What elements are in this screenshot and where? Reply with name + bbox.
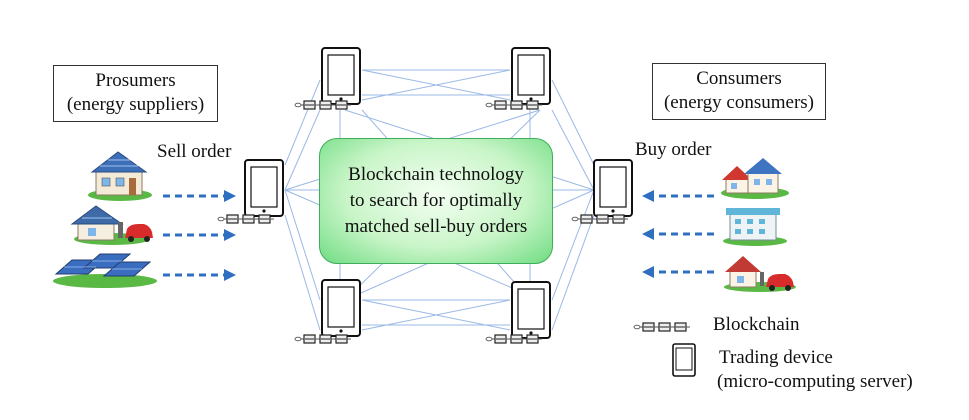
blockchain-icon — [294, 334, 352, 344]
center-line-1: Blockchain technology — [348, 164, 524, 185]
blockchain-icon — [571, 214, 629, 224]
buy-order-label: Buy order — [635, 139, 712, 160]
order-arrow — [163, 269, 236, 281]
order-arrow — [163, 229, 236, 241]
legend-device-label-line2: (micro-computing server) — [717, 371, 913, 392]
prosumers-title: Prosumers — [95, 70, 176, 91]
blockchain-icon — [217, 214, 275, 224]
house-solar-ev-icon — [70, 205, 153, 245]
blockchain-icon — [485, 334, 543, 344]
apartment-building-icon — [723, 208, 787, 246]
device-top-left — [321, 47, 361, 105]
blockchain-icon — [633, 322, 691, 332]
consumers-subtitle: (energy consumers) — [663, 92, 814, 113]
consumers-label-box: Consumers (energy consumers) — [652, 63, 826, 120]
legend-device-label-line1: Trading device — [719, 347, 833, 368]
house-solar-roof-icon — [88, 151, 152, 201]
order-arrow — [642, 228, 714, 240]
prosumers-subtitle: (energy suppliers) — [66, 94, 205, 115]
device-bottom-right — [511, 281, 551, 339]
center-line-3: matched sell-buy orders — [344, 216, 528, 237]
device-right — [593, 159, 633, 217]
device-left — [244, 159, 284, 217]
device-top-right — [511, 47, 551, 105]
sell-order-label: Sell order — [157, 141, 232, 162]
blockchain-icon — [485, 100, 543, 110]
device-legend — [672, 343, 696, 377]
order-arrow — [642, 266, 714, 278]
order-arrows — [163, 190, 714, 281]
legend-blockchain-label: Blockchain — [713, 314, 800, 335]
house-cluster-icon — [721, 158, 789, 199]
house-ev-charger-icon — [724, 256, 796, 292]
center-line-2: to search for optimally — [349, 190, 523, 211]
consumers-title: Consumers — [696, 68, 782, 89]
prosumers-label-box: Prosumers (energy suppliers) — [53, 65, 218, 122]
device-bottom-left — [321, 279, 361, 337]
blockchain-technology-box: Blockchain technology to search for opti… — [319, 138, 553, 264]
order-arrow — [163, 190, 236, 202]
solar-farm-icon — [53, 253, 157, 288]
blockchain-icon — [294, 100, 352, 110]
order-arrow — [642, 190, 714, 202]
